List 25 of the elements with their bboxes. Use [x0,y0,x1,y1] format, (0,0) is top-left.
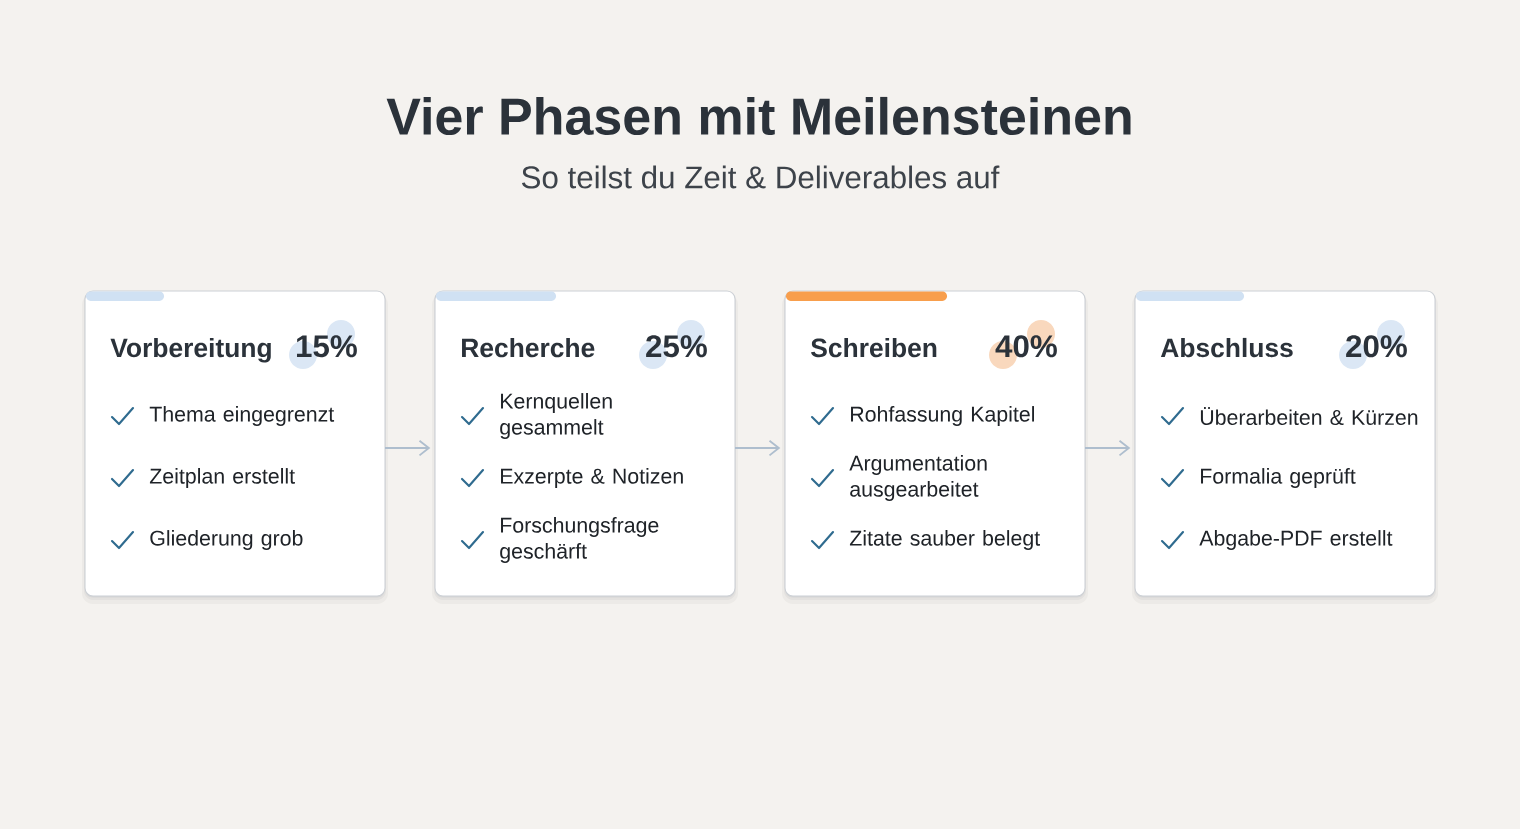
checklist-item: Zitate sauber belegt [849,530,1040,550]
checklist-item: Rohfassung Kapitel [851,406,1034,426]
percentage: 40% [995,335,1057,358]
checklist-item: Argumentation ausgearbeitet [849,455,987,501]
arrow [384,439,431,457]
checklist-item: Formalia geprüft [1201,468,1356,488]
card-title: Schreiben [811,337,937,358]
percentage: 20% [1346,335,1407,358]
checklist-item: Überarbeiten & Kürzen [1200,406,1418,426]
title: Vier Phasen mit Meilensteinen [386,96,1131,136]
arrow [734,439,781,457]
percentage: 25% [646,335,707,358]
checklist-item: Thema eingegrenzt [149,406,335,426]
subtitle: So teilst du Zeit & Deliverables auf [521,165,1000,189]
checklist-item: Kernquellen gesammelt [500,393,612,439]
card-title: Abschluss [1160,337,1293,358]
checklist-item: Forschungsfrage geschärft [500,517,659,563]
checklist-item: Abgabe-PDF erstellt [1199,530,1393,550]
arrow [1084,439,1131,457]
checklist-item: Exzerpte & Notizen [501,468,683,488]
card-title: Vorbereitung [110,337,271,363]
card-title: Recherche [462,337,595,358]
percentage: 15% [297,335,357,358]
checklist-item: Gliederung grob [150,530,303,550]
checklist-item: Zeitplan erstellt [149,468,295,488]
